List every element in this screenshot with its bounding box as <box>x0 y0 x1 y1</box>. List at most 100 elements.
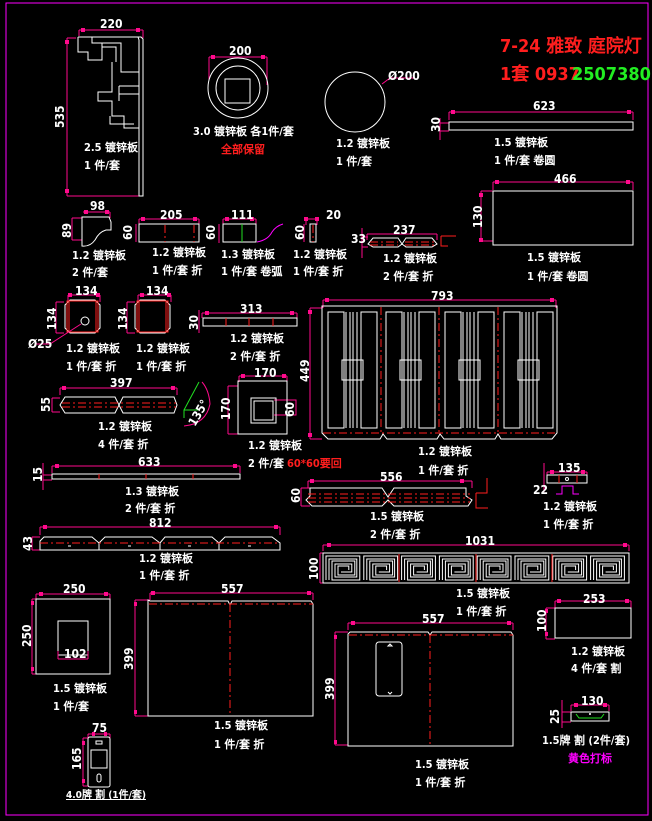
part-square-250: 250 250 102 1.5 镀锌板 1 件/套 <box>20 582 111 713</box>
part-round-cap: 200 3.0 镀锌板 各1件/套 全部保留 <box>193 44 295 156</box>
label-octagon-plain-qty: 1 件/套 折 <box>136 359 186 373</box>
label-square-250-spec: 1.5 镀锌板 <box>53 681 108 695</box>
dim-round-cap-w: 200 <box>229 44 252 58</box>
label-square-170-note: 60*60要回 <box>287 456 342 470</box>
dim-curve-98-w: 98 <box>90 199 105 213</box>
label-plate-466-spec: 1.5 镀锌板 <box>527 250 582 264</box>
label-bar-111-qty: 1 件/套 卷弧 <box>221 264 282 278</box>
dim-corner-bracket-h: 535 <box>53 105 67 128</box>
panel-cell-1 <box>327 311 378 429</box>
fret-motif-line <box>590 555 625 581</box>
part-panel-557a: 557 399 1.5 镀锌板 1 件/套 折 <box>122 582 314 751</box>
dim-plate-75-h: 165 <box>70 747 84 770</box>
part-curve-98: 98 89 1.2 镀锌板 2 件/套 <box>60 199 127 279</box>
label-strip-633-qty: 2 件/套 折 <box>125 501 175 515</box>
fret-motif-line <box>514 555 550 581</box>
fret-motif-line <box>325 555 361 581</box>
dim-plate-75-w: 75 <box>92 721 107 735</box>
fret-motif-line <box>328 558 358 580</box>
dim-corner-bracket-w: 220 <box>100 17 123 31</box>
part-strip-397: 397 55 1.2 镀锌板 4 件/套 折 <box>39 376 178 451</box>
fret-pattern <box>325 555 625 581</box>
part-octagon-plain: 134 134 1.2 镀锌板 1 件/套 折 <box>116 284 191 373</box>
dim-bar-205-w: 205 <box>160 208 183 222</box>
label-bar-205-qty: 1 件/套 折 <box>152 263 202 277</box>
label-circle-qty: 1 件/套 <box>336 154 373 168</box>
dim-bar-111-h: 60 <box>204 225 218 240</box>
label-bar-313-qty: 2 件/套 折 <box>230 349 280 363</box>
part-plate-466: 466 130 1.5 镀锌板 1 件/套 卷圆 <box>471 172 634 283</box>
dim-strip-812-w: 812 <box>149 516 172 530</box>
label-panel-793-spec: 1.2 镀锌板 <box>418 444 473 458</box>
label-plate-130-spec: 1.5牌 割 (2件/套) <box>542 733 630 747</box>
label-panel-557b-spec: 1.5 镀锌板 <box>415 757 470 771</box>
dim-bar-135-w: 135 <box>558 461 581 475</box>
label-panel-557b-qty: 1 件/套 折 <box>415 775 465 789</box>
label-bar-111-spec: 1.3 镀锌板 <box>221 247 276 261</box>
label-octagon-hole-qty: 1 件/套 折 <box>66 359 116 373</box>
dim-strip-623-h: 30 <box>429 117 443 132</box>
part-plate-75: 75 165 4.0牌 割 (1件/套) <box>66 721 146 801</box>
dim-square-170-h: 170 <box>219 397 233 420</box>
label-fret-1031-qty: 1 件/套 折 <box>456 604 506 618</box>
part-strip-556: 556 60 1.5 镀锌板 2 件/套 折 <box>289 470 488 541</box>
dim-plate-466-w: 466 <box>554 172 577 186</box>
fret-motif-line <box>401 555 436 581</box>
dim-curve-98-h: 89 <box>60 223 74 238</box>
fret-motif-line <box>555 558 585 580</box>
dim-strip-623-w: 623 <box>533 99 556 113</box>
part-circle-plate: Ø200 1.2 镀锌板 1 件/套 <box>324 69 420 168</box>
dim-square-170-w: 170 <box>254 366 277 380</box>
panel-cell-3 <box>444 311 495 429</box>
fret-motif-line <box>404 558 433 580</box>
label-round-cap-note: 全部保留 <box>220 142 265 156</box>
label-corner-bracket-qty: 1 件/套 <box>84 158 121 172</box>
dim-panel-793-h: 449 <box>298 359 312 382</box>
dim-strip-812-h: 43 <box>21 536 35 551</box>
label-octagon-hole-spec: 1.2 镀锌板 <box>66 341 121 355</box>
label-fret-1031-spec: 1.5 镀锌板 <box>456 586 511 600</box>
dim-bar-313-w: 313 <box>240 302 263 316</box>
label-panel-557a-spec: 1.5 镀锌板 <box>214 718 269 732</box>
fret-motif-line <box>441 558 471 580</box>
dim-octagon-hole-d: Ø25 <box>28 337 52 351</box>
label-strip-623-spec: 1.5 镀锌板 <box>494 135 549 149</box>
label-bar-20-qty: 1 件/套 折 <box>293 264 343 278</box>
fret-motif-line <box>366 558 396 580</box>
dim-square-250-h: 250 <box>20 624 34 647</box>
dim-square-170-inner: 60 <box>283 402 297 417</box>
part-bar-313: 313 30 1.2 镀锌板 2 件/套 折 <box>187 302 298 363</box>
label-bar-205-spec: 1.2 镀锌板 <box>152 245 207 259</box>
dim-circle-d: Ø200 <box>388 69 420 83</box>
dim-octagon-plain-w: 134 <box>146 284 169 298</box>
panel-cell-4 <box>503 311 554 429</box>
label-plate-130-note: 黄色打标 <box>568 751 612 765</box>
dim-strip-556-w: 556 <box>380 470 403 484</box>
label-plate-253-spec: 1.2 镀锌板 <box>571 644 626 658</box>
part-square-170: 170 170 60 1.2 镀锌板 2 件/套 60*60要回 <box>219 366 342 470</box>
dim-strip-237-w: 237 <box>393 223 416 237</box>
part-fret-1031: 1031 100 1.5 镀锌板 1 件/套 折 <box>307 534 630 618</box>
label-strip-556-qty: 2 件/套 折 <box>370 527 420 541</box>
dim-octagon-hole-w: 134 <box>75 284 98 298</box>
label-bar-313-spec: 1.2 镀锌板 <box>230 331 285 345</box>
part-plate-253: 253 100 1.2 镀锌板 4 件/套 割 <box>535 592 632 675</box>
dim-fret-1031-h: 100 <box>307 557 321 580</box>
label-strip-237-spec: 1.2 镀锌板 <box>383 251 438 265</box>
label-strip-397-qty: 4 件/套 折 <box>98 437 148 451</box>
label-plate-253-qty: 4 件/套 割 <box>571 661 621 675</box>
dim-plate-130-h: 25 <box>548 709 562 724</box>
dim-bar-313-h: 30 <box>187 315 201 330</box>
dim-octagon-plain-h: 134 <box>116 307 130 330</box>
label-strip-633-spec: 1.3 镀锌板 <box>125 484 180 498</box>
label-strip-812-qty: 1 件/套 折 <box>139 568 189 582</box>
drawing-frame <box>5 2 649 816</box>
part-bar-111: 111 60 1.3 镀锌板 1 件/套 卷弧 <box>204 208 284 278</box>
title-line2-green: 2507380 <box>572 64 651 85</box>
dim-fret-1031-w: 1031 <box>465 534 495 548</box>
dim-panel-557b-w: 557 <box>422 612 445 626</box>
fret-motif-line <box>517 558 547 580</box>
dim-square-250-inner: 102 <box>64 647 87 661</box>
part-strip-237: 237 33 1.2 镀锌板 2 件/套 折 <box>351 223 456 283</box>
fret-motif-line <box>438 555 474 581</box>
